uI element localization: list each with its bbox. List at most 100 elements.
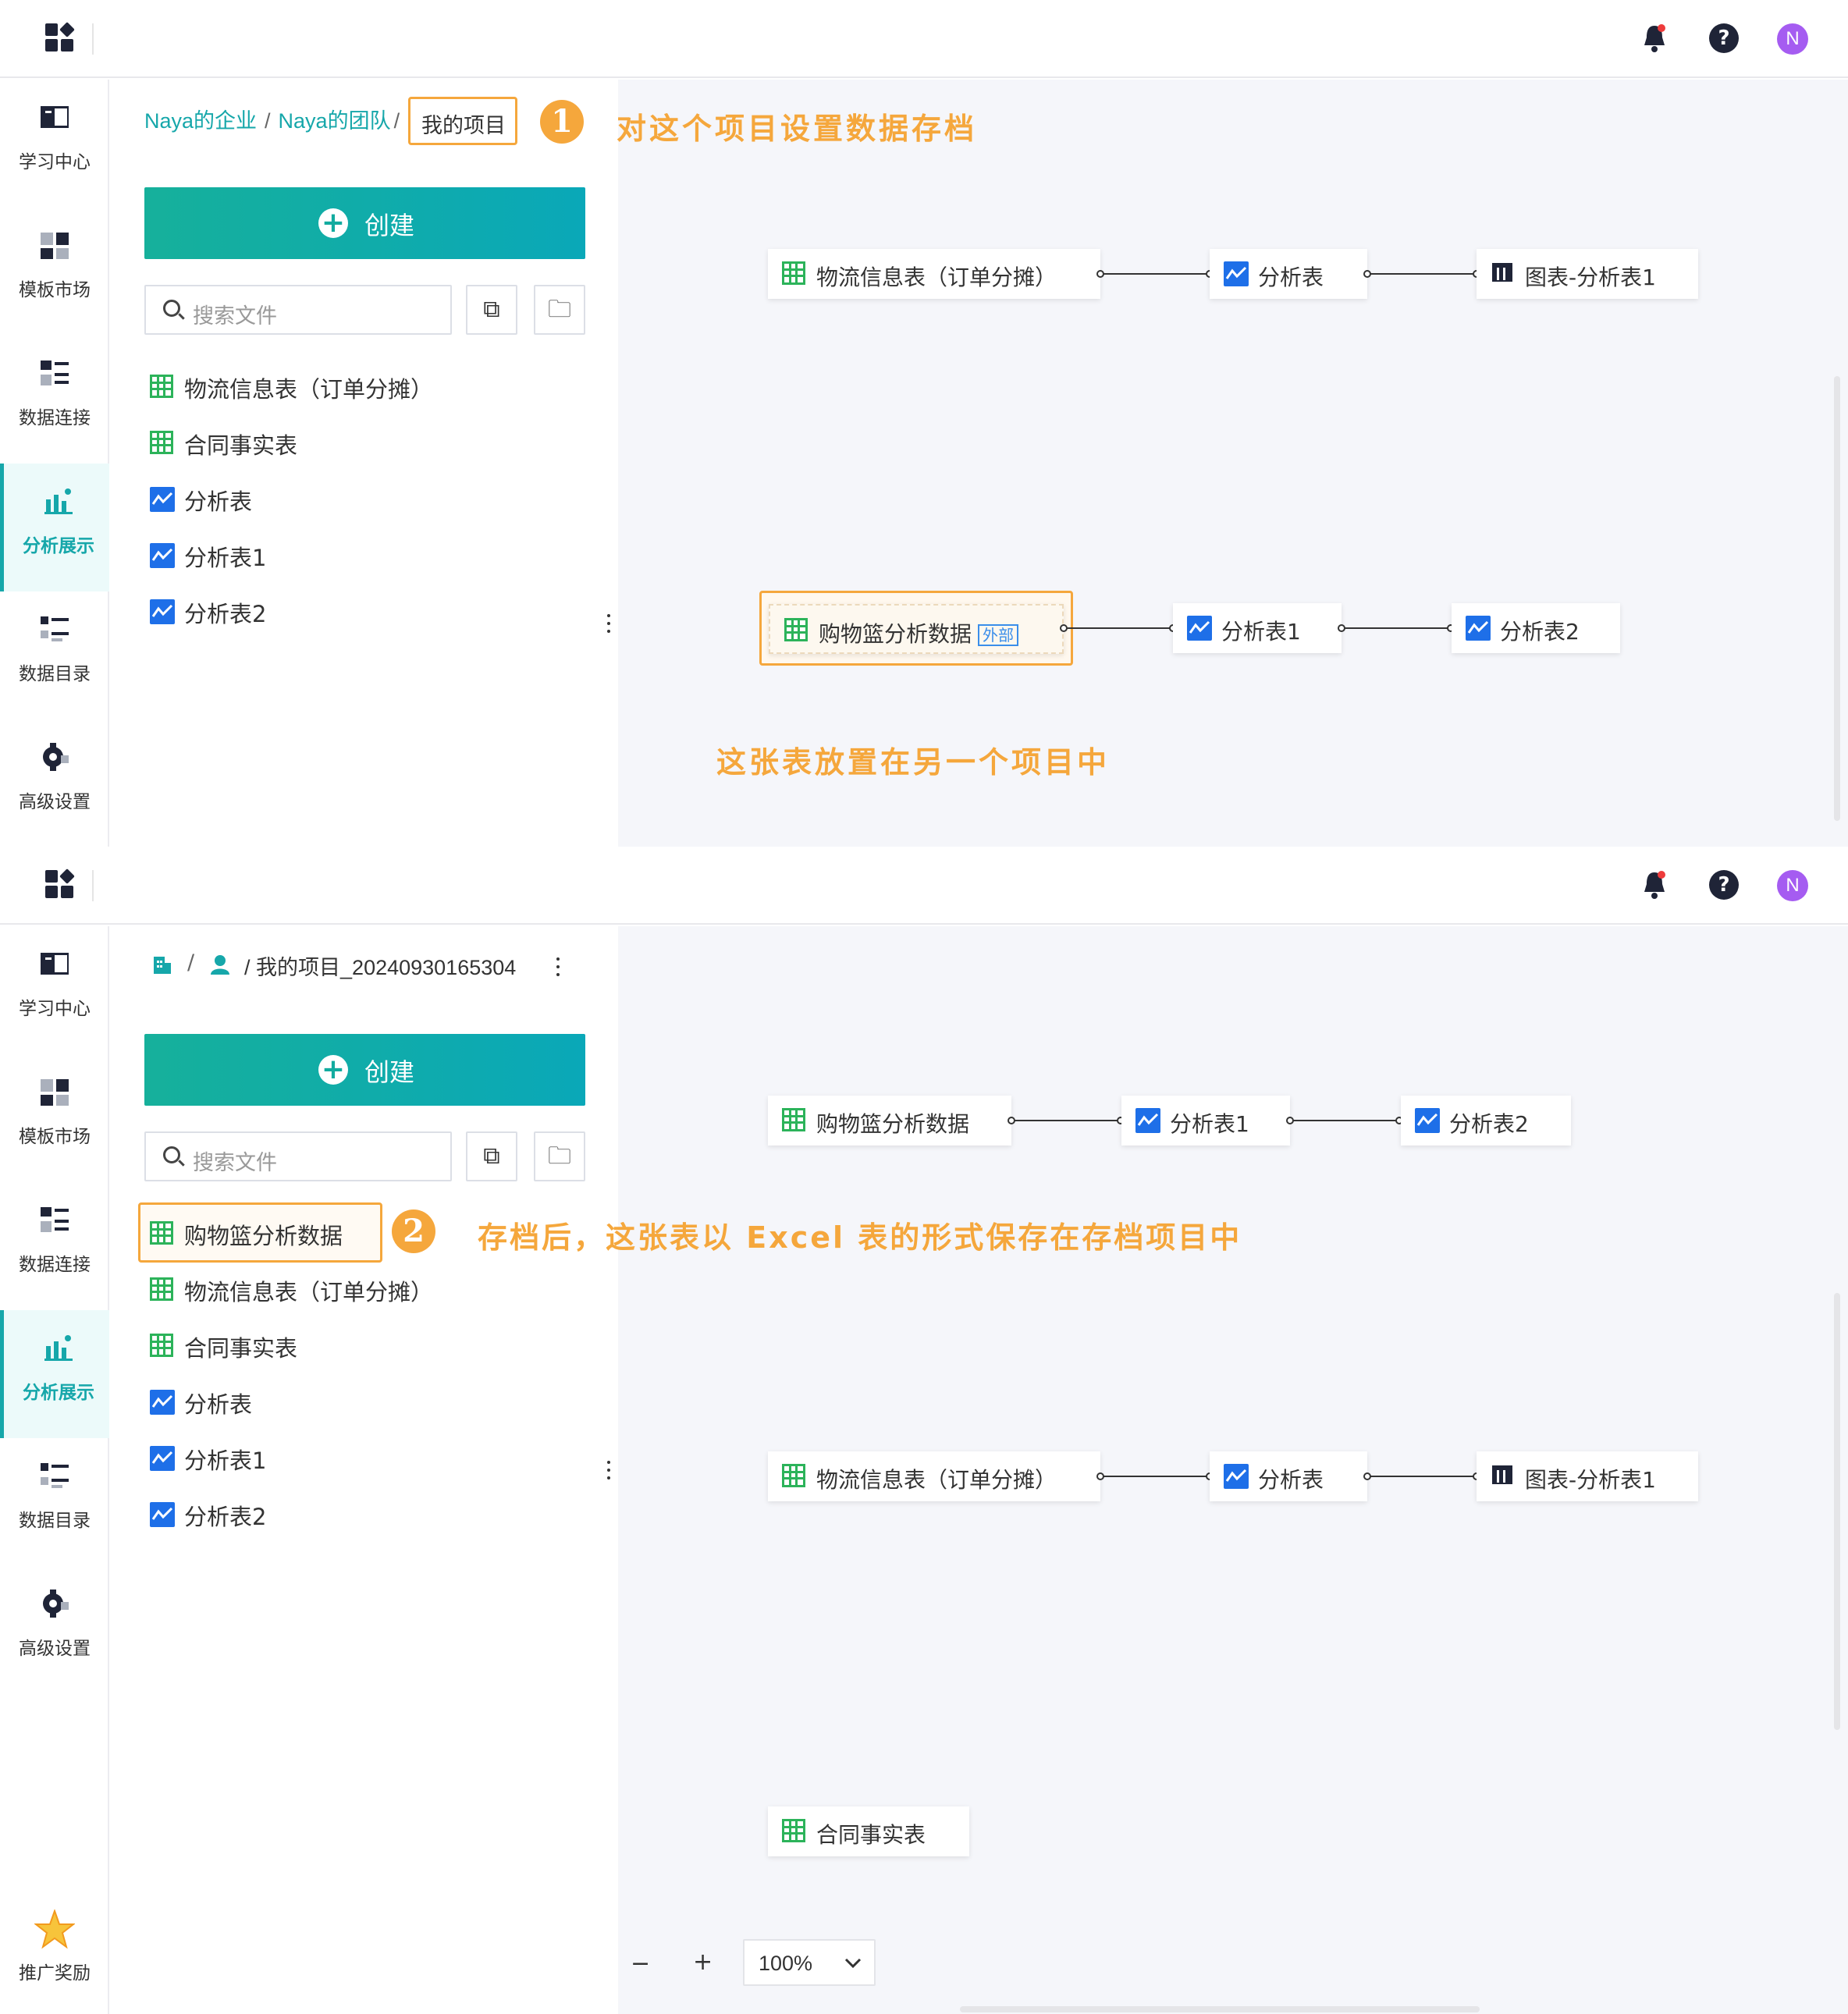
nav-item-catalog[interactable]: 数据目录 (0, 591, 109, 719)
step-badge-1: 1 (540, 100, 584, 144)
nav-label: 推广奖励 (19, 1963, 91, 1984)
analysis-table-icon (150, 543, 175, 568)
plus-icon: + (318, 1055, 348, 1085)
lineage-node[interactable]: 分析表2 (1401, 1096, 1571, 1146)
nav-item-settings[interactable]: 高级设置 (0, 719, 109, 847)
open-external-icon[interactable]: ⧉ (466, 1131, 517, 1181)
file-label: 购物篮分析数据 (184, 1223, 343, 1249)
new-folder-icon[interactable]: 🗀 (534, 285, 585, 335)
file-label: 合同事实表 (184, 432, 298, 459)
canvas-scrollbar[interactable] (1834, 1293, 1840, 1730)
nav-item-analysis[interactable]: 分析展示 (0, 1310, 109, 1438)
lineage-node[interactable]: 分析表1 (1173, 603, 1342, 653)
nav-label: 数据连接 (19, 1255, 91, 1275)
chevron-down-icon (844, 1958, 862, 1969)
catalog-icon (39, 1460, 70, 1491)
nav-item-promo[interactable]: 推广奖励 (0, 1886, 109, 2014)
star-icon (34, 1908, 76, 1950)
nav-item-catalog[interactable]: 数据目录 (0, 1438, 109, 1566)
chart-icon (1491, 261, 1514, 283)
nav-item-learning[interactable]: 学习中心 (0, 80, 109, 208)
lineage-edge (1368, 273, 1477, 275)
lineage-node[interactable]: 分析表 (1210, 1451, 1367, 1501)
panel-resize-handle[interactable] (606, 1459, 611, 1483)
data-connect-icon (39, 357, 70, 389)
lineage-node[interactable]: 物流信息表（订单分摊） (768, 249, 1100, 299)
data-connect-icon (39, 1204, 70, 1235)
top-divider (92, 870, 94, 901)
breadcrumb-project[interactable]: 我的项目 (421, 114, 506, 138)
zoom-in-button[interactable]: + (693, 1948, 713, 1976)
canvas-scrollbar[interactable] (1834, 376, 1840, 821)
open-external-icon[interactable]: ⧉ (466, 285, 517, 335)
annotation-archived-excel: 存档后，这张表以 Excel 表的形式保存在存档项目中 (478, 1220, 1242, 1255)
lineage-node[interactable]: 购物篮分析数据 (768, 1096, 1011, 1146)
breadcrumb-team[interactable]: Naya的团队 (278, 109, 391, 133)
nav-item-templates[interactable]: 模板市场 (0, 208, 109, 336)
search-icon (163, 1146, 180, 1163)
screenshot-before-archive: ? N 学习中心 模板市场 数据连接 分析展示 数据目录 高级设置 (0, 0, 1848, 847)
bell-icon[interactable] (1641, 870, 1668, 900)
file-label: 分析表 (184, 488, 253, 515)
lineage-node[interactable]: 分析表1 (1121, 1096, 1290, 1146)
edge-port (1096, 1472, 1104, 1480)
node-label: 分析表 (1258, 265, 1324, 290)
avatar[interactable]: N (1777, 870, 1808, 901)
app-grid-icon[interactable] (45, 22, 75, 53)
lineage-node[interactable]: 图表-分析表1 (1477, 1451, 1698, 1501)
panel-resize-handle[interactable] (606, 613, 611, 636)
zoom-out-button[interactable]: − (631, 1950, 651, 1977)
table-icon (782, 1464, 805, 1487)
analysis-table-icon (1224, 1464, 1249, 1489)
file-label: 分析表 (184, 1391, 253, 1418)
file-panel (111, 926, 618, 2014)
enterprise-icon[interactable] (152, 954, 172, 975)
table-icon (782, 1108, 805, 1131)
create-button[interactable]: + 创建 (144, 1034, 585, 1106)
nav-item-data-connect[interactable]: 数据连接 (0, 1182, 109, 1310)
search-placeholder: 搜索文件 (193, 1151, 277, 1175)
nav-label: 数据目录 (19, 1511, 91, 1531)
nav-item-learning[interactable]: 学习中心 (0, 926, 109, 1054)
bell-icon[interactable] (1641, 23, 1668, 53)
analysis-icon (43, 1332, 74, 1363)
template-icon (39, 1076, 70, 1107)
nav-label: 分析展示 (23, 1383, 94, 1403)
table-icon (782, 261, 805, 285)
new-folder-icon[interactable]: 🗀 (534, 1131, 585, 1181)
help-icon[interactable]: ? (1709, 23, 1739, 53)
breadcrumb-enterprise[interactable]: Naya的企业 (144, 109, 258, 133)
analysis-table-icon (1187, 616, 1212, 641)
left-nav: 学习中心 模板市场 数据连接 分析展示 数据目录 高级设置 推广奖励 (0, 926, 109, 2014)
more-options-icon[interactable] (556, 956, 560, 979)
node-label: 图表-分析表1 (1525, 1467, 1656, 1493)
edge-port (1096, 270, 1104, 278)
zoom-select[interactable]: 100% (743, 1939, 876, 1986)
nav-label: 数据目录 (19, 664, 91, 684)
lineage-node[interactable]: 分析表 (1210, 249, 1367, 299)
lineage-node-external[interactable]: 购物篮分析数据外部 (769, 604, 1064, 654)
lineage-edge (1101, 273, 1210, 275)
team-icon[interactable] (209, 954, 231, 975)
breadcrumb-project[interactable]: 我的项目_20240930165304 (256, 956, 517, 979)
avatar[interactable]: N (1777, 23, 1808, 55)
nav-item-templates[interactable]: 模板市场 (0, 1054, 109, 1182)
canvas-scrollbar-horizontal[interactable] (960, 2006, 1480, 2012)
help-icon[interactable]: ? (1709, 870, 1739, 900)
nav-item-data-connect[interactable]: 数据连接 (0, 336, 109, 464)
search-input[interactable]: 搜索文件 (144, 1131, 452, 1181)
lineage-node[interactable]: 图表-分析表1 (1477, 249, 1698, 299)
app-grid-icon[interactable] (45, 868, 75, 900)
create-button[interactable]: + 创建 (144, 187, 585, 259)
annotation-archive-project: 对这个项目设置数据存档 (617, 112, 978, 146)
nav-item-settings[interactable]: 高级设置 (0, 1566, 109, 1694)
node-label: 分析表1 (1170, 1111, 1249, 1137)
lineage-node[interactable]: 物流信息表（订单分摊） (768, 1451, 1100, 1501)
lineage-canvas[interactable] (618, 80, 1848, 847)
node-label: 物流信息表（订单分摊） (816, 265, 1057, 290)
nav-item-analysis[interactable]: 分析展示 (0, 464, 109, 591)
lineage-node[interactable]: 合同事实表 (768, 1806, 969, 1856)
search-input[interactable]: 搜索文件 (144, 285, 452, 335)
lineage-node[interactable]: 分析表2 (1452, 603, 1620, 653)
top-divider (92, 23, 94, 55)
